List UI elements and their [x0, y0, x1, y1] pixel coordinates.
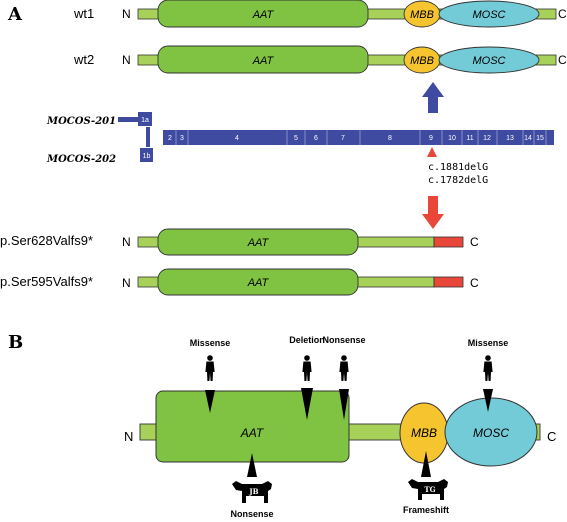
human-nonsense-label: Nonsense: [322, 335, 365, 345]
exon-3-label: 3: [180, 135, 184, 142]
panel-b-c-terminus: C: [547, 429, 556, 444]
variant-pointer: [205, 390, 215, 413]
human-variant-missense-2: Missense: [468, 338, 509, 412]
wt1-aat-domain: [157, 0, 369, 28]
mutant-2-c-terminus: C: [470, 276, 479, 290]
cattle-frameshift-label: Frameshift: [403, 505, 449, 515]
mutation-c1782: c.1782delG: [428, 175, 488, 186]
variant-pointer: [247, 453, 257, 477]
mutant-2-frameshift-tail: [433, 276, 464, 288]
intron-1b: [146, 127, 150, 147]
exon-1a: [138, 112, 152, 126]
exon-14-label: 14: [524, 135, 532, 142]
wt1-label: wt1: [73, 6, 94, 21]
variant-pointer: [301, 388, 313, 420]
human-icon: [483, 355, 493, 381]
exon-10-label: 10: [448, 135, 456, 142]
wt1-protein: wt1 N AAT MBB MOSC C: [73, 0, 567, 28]
exon-track: [163, 130, 554, 145]
exon-12-label: 12: [483, 135, 491, 142]
mutant-2-aat-domain: [157, 268, 359, 296]
panel-b-label: B: [8, 332, 23, 353]
wt2-aat-label: AAT: [252, 55, 275, 67]
mutant-1-n-terminus: N: [122, 235, 131, 249]
exon-11-label: 11: [466, 135, 473, 142]
exon-5-label: 5: [294, 135, 298, 142]
panel-b-aat-label: AAT: [240, 426, 265, 440]
transcript-201-label: MOCOS-201: [46, 116, 116, 127]
exon-15-label: 15: [536, 135, 544, 142]
wt2-protein: wt2 N AAT MBB MOSC C: [73, 45, 567, 74]
human-variant-deletion: Deletion: [289, 335, 325, 420]
exon-1b-label: 1b: [143, 153, 151, 160]
human-deletion-label: Deletion: [289, 335, 325, 345]
arrow-up: [422, 82, 444, 113]
exon-7-label: 7: [341, 135, 345, 142]
human-variant-missense-1: Missense: [190, 338, 231, 413]
cattle-variant-jb: JB Nonsense: [230, 453, 274, 519]
mutant-2-aat-label: AAT: [247, 277, 270, 289]
panel-b-mbb-label: MBB: [411, 426, 437, 440]
transcript-202-label: MOCOS-202: [46, 154, 116, 165]
intron-1a: [118, 117, 140, 122]
variant-pointer: [421, 451, 431, 477]
wt2-aat-domain: [157, 45, 369, 74]
wt2-label: wt2: [73, 52, 94, 67]
mutant-1-aat-domain: [157, 228, 359, 256]
mutant-2-label: p.Ser595Valfs9*: [0, 274, 93, 289]
exon-boundaries: [175, 130, 547, 145]
wt1-mosc-label: MOSC: [473, 9, 506, 21]
wt2-mosc-domain: [438, 46, 540, 74]
wt1-c-terminus: C: [558, 7, 567, 21]
mutant-1-c-terminus: C: [470, 235, 479, 249]
variant-pointer: [339, 389, 349, 420]
mutant-1-aat-label: AAT: [247, 237, 270, 249]
arrow-down: [422, 196, 444, 229]
exon-6-label: 6: [314, 135, 318, 142]
mutant-2-protein: p.Ser595Valfs9* N AAT C: [0, 268, 479, 296]
jb-badge: JB: [248, 487, 258, 496]
human-icon: [205, 355, 215, 381]
human-missense-1-label: Missense: [190, 338, 231, 348]
human-missense-2-label: Missense: [468, 338, 509, 348]
panel-b-protein: N AAT MBB MOSC C: [124, 390, 556, 467]
exon-2-label: 2: [168, 135, 172, 142]
mutant-1-label: p.Ser628Valfs9*: [0, 233, 93, 248]
wt1-mbb-label: MBB: [410, 9, 434, 21]
mutation-marker: [427, 147, 437, 157]
cattle-nonsense-label: Nonsense: [230, 509, 273, 519]
exon-1a-label: 1a: [141, 117, 149, 124]
bull-icon: [408, 479, 448, 500]
wt1-mosc-domain: [438, 0, 540, 28]
exon-4-label: 4: [235, 135, 239, 142]
panel-b-mosc-label: MOSC: [473, 426, 509, 440]
wt2-n-terminus: N: [122, 53, 131, 67]
bull-icon: [232, 481, 272, 503]
wt2-c-terminus: C: [558, 53, 567, 67]
exon-13-label: 13: [506, 135, 514, 142]
panel-a-label: A: [7, 4, 23, 25]
wt2-mosc-label: MOSC: [473, 55, 506, 67]
wt1-n-terminus: N: [122, 7, 131, 21]
exon-8-label: 8: [388, 135, 392, 142]
tg-badge: TG: [424, 485, 435, 494]
gene-structure: MOCOS-201 MOCOS-202 1a 1b 2 3 4: [46, 112, 554, 186]
mutant-1-frameshift-tail: [433, 236, 464, 248]
human-icon: [339, 355, 349, 381]
variant-pointer: [483, 389, 493, 412]
human-icon: [302, 355, 312, 381]
wt1-aat-label: AAT: [252, 9, 275, 21]
mutant-1-protein: p.Ser628Valfs9* N AAT C: [0, 228, 479, 256]
cattle-variant-tg: TG Frameshift: [403, 451, 449, 515]
mutant-2-n-terminus: N: [122, 276, 131, 290]
wt2-mbb-label: MBB: [410, 55, 434, 67]
panel-b-n-terminus: N: [124, 429, 133, 444]
human-variant-nonsense: Nonsense: [322, 335, 366, 420]
exon-1b: [140, 148, 153, 162]
mutation-c1881: c.1881delG: [428, 162, 488, 173]
exon-9-label: 9: [429, 135, 433, 142]
